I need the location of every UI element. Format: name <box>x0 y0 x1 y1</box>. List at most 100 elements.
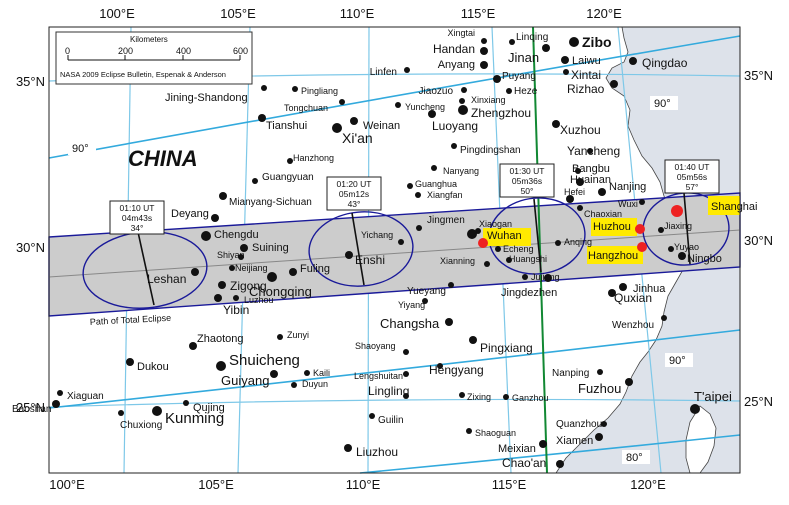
city-label-wuxi: Wuxi <box>618 199 638 209</box>
city-dot-xiamen <box>595 433 603 441</box>
lon-label-bottom-120: 120°E <box>630 477 666 492</box>
city-label-jining_shandong: Jining-Shandong <box>165 92 248 104</box>
highlight-dot-shanghai <box>671 205 683 217</box>
city-dot-zunyi <box>277 334 283 340</box>
city-label-baoshan: Baoshan <box>12 404 51 415</box>
altitude-label-ne: 90° <box>654 98 671 110</box>
city-dot-laiwu <box>561 56 569 64</box>
scale-bar-label-0: 0 <box>65 46 70 56</box>
city-dot-taipei <box>690 404 700 414</box>
city-dot-handan <box>480 47 488 55</box>
city-label-jingdezhen: Jingdezhen <box>501 287 557 299</box>
city-label-xiaguan: Xiaguan <box>67 391 104 402</box>
city-dot-shaoguan <box>466 428 472 434</box>
city-dot-shuicheng <box>216 361 226 371</box>
city-label-nanyang: Nanyang <box>443 166 479 176</box>
city-dot-zibo <box>569 37 579 47</box>
city-dot-jiaxing <box>658 227 664 233</box>
eclipse-box-duration-0130: 05m36s <box>512 176 542 186</box>
city-label-deyang: Deyang <box>171 208 209 220</box>
city-label-laiwu: Laiwu <box>572 55 601 67</box>
isoline-80 <box>359 434 741 474</box>
city-dot-lengshuitan <box>403 371 409 377</box>
city-label-xinxiang: Xinxiang <box>471 95 506 105</box>
umbra-axis-0130 <box>533 198 542 273</box>
city-dot-echeng <box>495 246 501 252</box>
city-dot-quxian <box>608 289 616 297</box>
city-label-yuyao: Yuyao <box>674 242 699 252</box>
city-dot-yancheng <box>587 148 593 154</box>
city-dot-wuhan <box>467 229 477 239</box>
city-dot-jingmen <box>416 225 422 231</box>
city-label-kaili: Kaili <box>313 368 330 378</box>
city-dot-xiaguan <box>57 390 63 396</box>
city-dot-yuncheng <box>395 102 401 108</box>
city-label-xingtai: Xingtai <box>447 28 475 38</box>
city-label-chuxiong: Chuxiong <box>120 420 162 431</box>
umbra-axis-0110 <box>137 231 155 306</box>
lon-label-top-115: 115°E <box>461 6 496 21</box>
city-dot-zhengzhou <box>458 105 468 115</box>
city-label-yiyang: Yiyang <box>398 300 425 310</box>
city-dot-nanjing <box>598 188 606 196</box>
city-dot-quijing <box>183 400 189 406</box>
city-dot-leshan <box>191 268 199 276</box>
city-label-huangshi: Huangshi <box>509 254 547 264</box>
city-label-hanzhong: Hanzhong <box>293 153 334 163</box>
city-label-guiyang: Guiyang <box>221 373 269 388</box>
city-label-quijing: Qujing <box>193 402 225 414</box>
city-dot-chaoan <box>556 460 564 468</box>
city-dot-luzhou <box>233 295 239 301</box>
city-dot-hefei <box>566 195 574 203</box>
altitude-labels: 90° 90° 90° 80° <box>68 96 693 464</box>
city-label-ningbo: Ningbo <box>687 253 722 265</box>
city-label-guilin: Guilin <box>378 415 404 426</box>
lat-label-right-35: 35°N <box>744 68 773 83</box>
scale-bar: Kilometers 0 200 400 600 NASA 2009 Eclip… <box>55 31 253 85</box>
city-dot-luoyang <box>428 110 436 118</box>
city-dot-huainan <box>576 178 584 186</box>
altitude-label-bg-ne <box>650 96 678 110</box>
city-dot-lingling <box>403 393 409 399</box>
city-label-lingling: Lingling <box>368 384 409 398</box>
altitude-label-bg-se <box>665 353 693 367</box>
city-dot-guiyang <box>270 370 278 378</box>
city-label-pingxiang: Pingxiang <box>480 341 533 355</box>
city-label-jujiang: Jujiang <box>531 272 560 282</box>
city-label-taipei: T'aipei <box>694 389 732 404</box>
city-dot-kunming <box>152 406 162 416</box>
city-label-yueyang: Yueyang <box>407 286 446 297</box>
city-label-guangyuan: Guangyuan <box>262 172 314 183</box>
city-label-changsha: Changsha <box>380 316 440 331</box>
city-dot-puyang <box>493 75 501 83</box>
eclipse-box-frame-0140 <box>664 159 720 194</box>
city-dot-linqing <box>509 39 515 45</box>
city-label-zhaotong: Zhaotong <box>197 333 243 345</box>
scale-bar-label-400: 400 <box>176 46 191 56</box>
city-dot-xian <box>332 123 342 133</box>
city-dot-chaoxian <box>577 205 583 211</box>
city-label-jiaxing: Jiaxing <box>664 221 692 231</box>
lat-label-left-25: 25°N <box>16 400 45 415</box>
city-label-yichang: Yichang <box>361 230 393 240</box>
lat-label-left-35: 35°N <box>16 74 45 89</box>
city-dot-kaili <box>304 370 310 376</box>
city-dot-chongqing <box>267 272 277 282</box>
city-label-zhengzhou: Zhengzhou <box>471 106 531 120</box>
city-dot-ningbo <box>678 252 686 260</box>
city-dot-tianshui <box>258 114 266 122</box>
city-label-mianyang: Mianyang-Sichuan <box>229 197 312 208</box>
city-label-shaoyang: Shaoyang <box>355 341 396 351</box>
highlight-wuhan <box>483 228 531 246</box>
city-dot-zigong <box>218 281 226 289</box>
city-dot-yuyao <box>668 246 674 252</box>
city-dot-xintai <box>563 69 569 75</box>
city-label-shaoguan: Shaoguan <box>475 428 516 438</box>
city-label-fuling: Fuling <box>300 263 330 275</box>
